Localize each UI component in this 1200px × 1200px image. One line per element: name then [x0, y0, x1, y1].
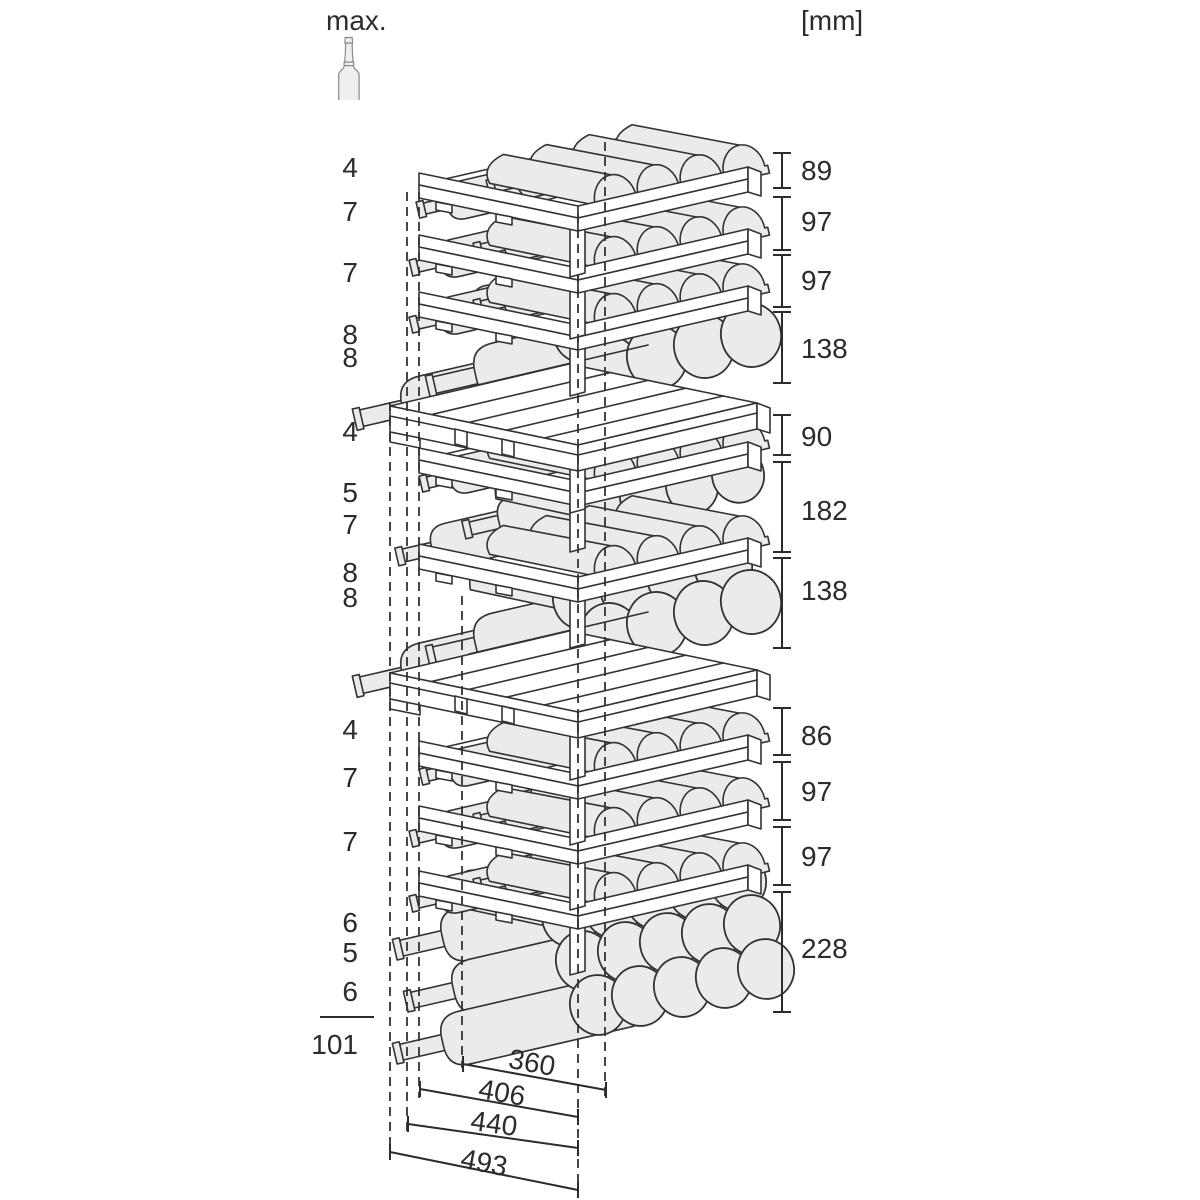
bottle-count-label: 5 — [342, 937, 358, 968]
shelf-height-label: 138 — [801, 575, 848, 606]
shelf-band — [415, 123, 771, 278]
bottle-count-label: 8 — [342, 319, 358, 350]
cabinet-drawing — [351, 123, 796, 1066]
shelf-height-label: 97 — [801, 265, 833, 296]
shelf-height-label: 138 — [801, 333, 848, 364]
height-brackets — [773, 152, 791, 1013]
depth-dimension-lines — [389, 1056, 607, 1198]
bottle-count-label: 7 — [342, 257, 358, 288]
shelf-height-label: 97 — [801, 776, 833, 807]
wine-bottle-icon — [334, 36, 364, 117]
shelf-height-label: 97 — [801, 206, 833, 237]
shelf-height-label: 89 — [801, 155, 833, 186]
shelf-height-label: 90 — [801, 421, 833, 452]
shelf-height-label: 182 — [801, 495, 848, 526]
total-sum-line — [320, 1016, 374, 1018]
bottle-count-label: 8 — [342, 342, 358, 373]
bottle-count-label: 7 — [342, 509, 358, 540]
bottle-count-label: 7 — [342, 826, 358, 857]
unit-label: [mm] — [801, 5, 864, 36]
reference-dashed-lines — [389, 142, 606, 1196]
shelf-height-label: 228 — [801, 933, 848, 964]
shelf-height-label: 97 — [801, 841, 833, 872]
bottle-count-label: 7 — [342, 762, 358, 793]
bottle-count-label: 5 — [342, 477, 358, 508]
bottle-count-label: 8 — [342, 557, 358, 588]
shelf-height-label: 86 — [801, 720, 833, 751]
bottle-count-label: 8 — [342, 582, 358, 613]
bottle-count-label: 4 — [342, 152, 358, 183]
bottle-count-label: 4 — [342, 714, 358, 745]
bottle-count-label: 6 — [342, 976, 358, 1007]
bottle-count-label: 6 — [342, 907, 358, 938]
total-count-label: 101 — [311, 1029, 358, 1060]
bottle-count-label: 7 — [342, 196, 358, 227]
bottle-count-label: 4 — [342, 416, 358, 447]
max-label: max. — [326, 5, 387, 36]
